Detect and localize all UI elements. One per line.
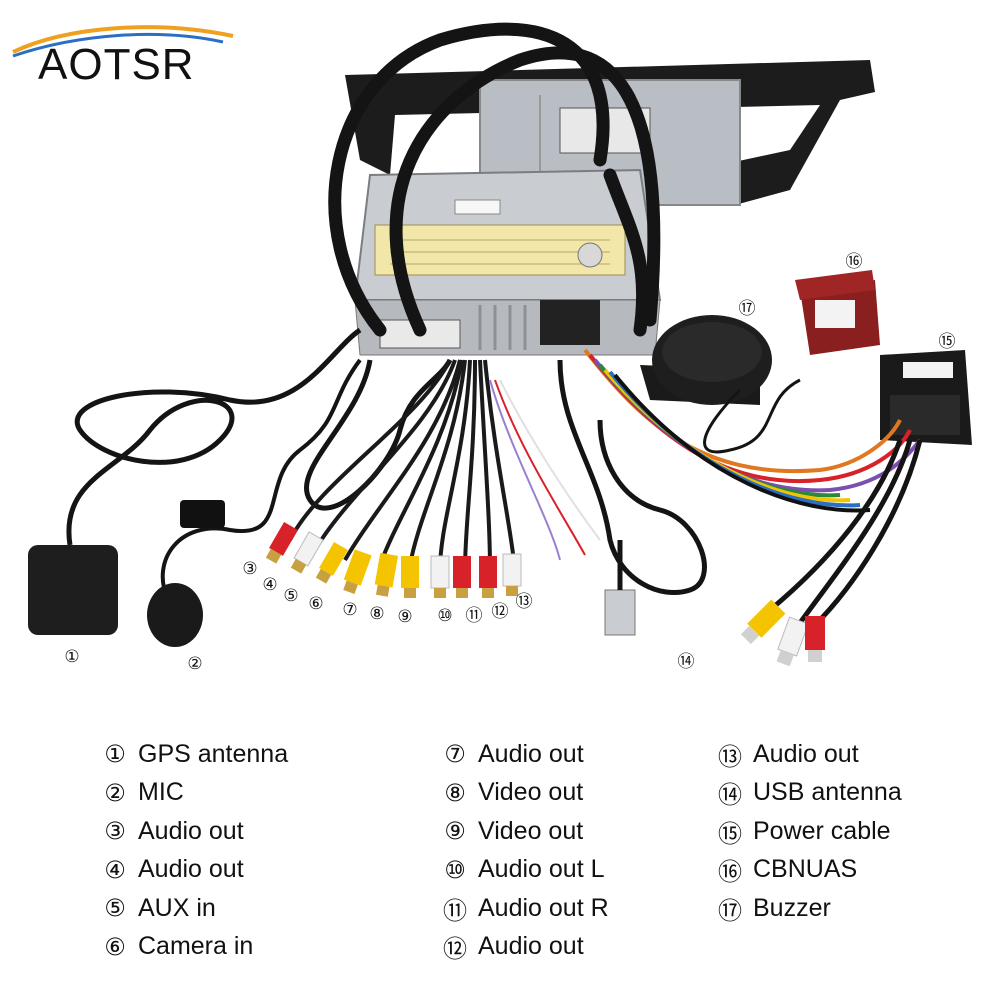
legend-item: ⑤ AUX in [100,889,288,928]
power-harness [583,348,922,513]
legend-label: Video out [478,778,584,807]
microphone [147,358,362,647]
legend-item: ⑰ Buzzer [715,889,902,928]
canbus-box [795,270,880,355]
legend-item: ② MIC [100,774,288,813]
callout-6: ⑥ [308,594,324,614]
legend-number: ⑪ [443,896,467,925]
brand-logo: AOTSR [8,18,238,89]
rca-plugs-left [265,521,522,598]
callout-16: ⑯ [845,252,863,272]
callout-12: ⑫ [491,602,509,622]
gps-antenna [28,327,362,635]
legend-item: ⑦ Audio out [440,735,609,774]
legend-number: ⑰ [718,896,742,925]
legend-number: ④ [104,855,126,884]
callout-15: ⑮ [938,332,956,352]
legend-label: Audio out [478,739,584,768]
legend-number: ⑯ [718,858,742,887]
legend-number: ⑦ [444,740,466,769]
legend-number: ⑤ [104,894,126,923]
legend-item: ⑩ Audio out L [440,851,609,890]
legend-label: AUX in [138,893,216,922]
legend-label: Audio out [478,932,584,961]
legend-number: ⑨ [444,817,466,846]
legend-item: ⑪ Audio out R [440,889,609,928]
callout-2: ② [187,654,203,674]
legend-number: ⑭ [718,781,742,810]
legend-label: USB antenna [753,778,902,807]
legend-item: ⑮ Power cable [715,812,902,851]
rca-wires [288,359,517,571]
callout-1: ① [64,647,80,667]
callout-17: ⑰ [738,299,756,319]
callout-9: ⑨ [397,607,413,627]
callout-11: ⑪ [465,606,483,626]
legend-item: ⑧ Video out [440,774,609,813]
colored-wires [489,379,601,561]
power-cable-connector [880,350,972,445]
legend-label: Video out [478,816,584,845]
logo-swoosh-icon [12,25,234,58]
legend-column-2: ⑦ Audio out ⑧ Video out ⑨ Video out ⑩ Audio … [440,735,609,966]
legend-item: ④ Audio out [100,851,288,890]
legend-label: Audio out [753,739,859,768]
product-scene [28,22,972,667]
usb-antenna [557,359,707,636]
legend-column-3: ⑬ Audio out ⑭ USB antenna ⑮ Power cable ⑯ CB… [715,735,902,928]
legend-item: ⑥ Camera in [100,928,288,967]
legend-number: ⑩ [444,855,466,884]
legend-label: GPS antenna [138,739,289,768]
legend-label: CBNUAS [753,855,858,884]
legend-number: ① [104,740,126,769]
legend-label: Camera in [138,932,254,961]
legend-label: Audio out [138,816,244,845]
legend-item: ⑬ Audio out [715,735,902,774]
rca-wires-right [768,439,923,632]
callout-7: ⑦ [342,600,358,620]
legend-number: ⑬ [718,742,742,771]
callout-4: ④ [262,575,278,595]
legend-item: ⑯ CBNUAS [715,851,902,890]
legend-item: ⑫ Audio out [440,928,609,967]
head-unit [353,168,662,356]
legend-label: Power cable [753,816,891,845]
callout-10: ⑩ [437,606,453,626]
legend-label: Audio out [138,855,244,884]
legend-label: Buzzer [753,893,831,922]
legend-item: ① GPS antenna [100,735,288,774]
rca-plugs-right [740,599,825,667]
brand-name: AOTSR [38,40,195,89]
callout-5: ⑤ [283,586,299,606]
legend-number: ② [104,778,126,807]
legend-number: ⑥ [104,932,126,961]
callout-3: ③ [242,559,258,579]
main-harness [328,22,661,337]
legend-item: ⑨ Video out [440,812,609,851]
legend-label: Audio out L [478,855,605,884]
legend-number: ③ [104,817,126,846]
aux-cable [304,358,453,511]
callout-14: ⑭ [677,652,695,672]
callout-13: ⑬ [515,592,533,612]
legend-item: ⑭ USB antenna [715,774,902,813]
legend-item: ③ Audio out [100,812,288,851]
callout-8: ⑧ [369,604,385,624]
legend-number: ⑮ [718,819,742,848]
buzzer [640,315,801,454]
legend-label: MIC [138,778,184,807]
legend-label: Audio out R [478,893,609,922]
legend-number: ⑧ [444,778,466,807]
legend-number: ⑫ [443,935,467,964]
